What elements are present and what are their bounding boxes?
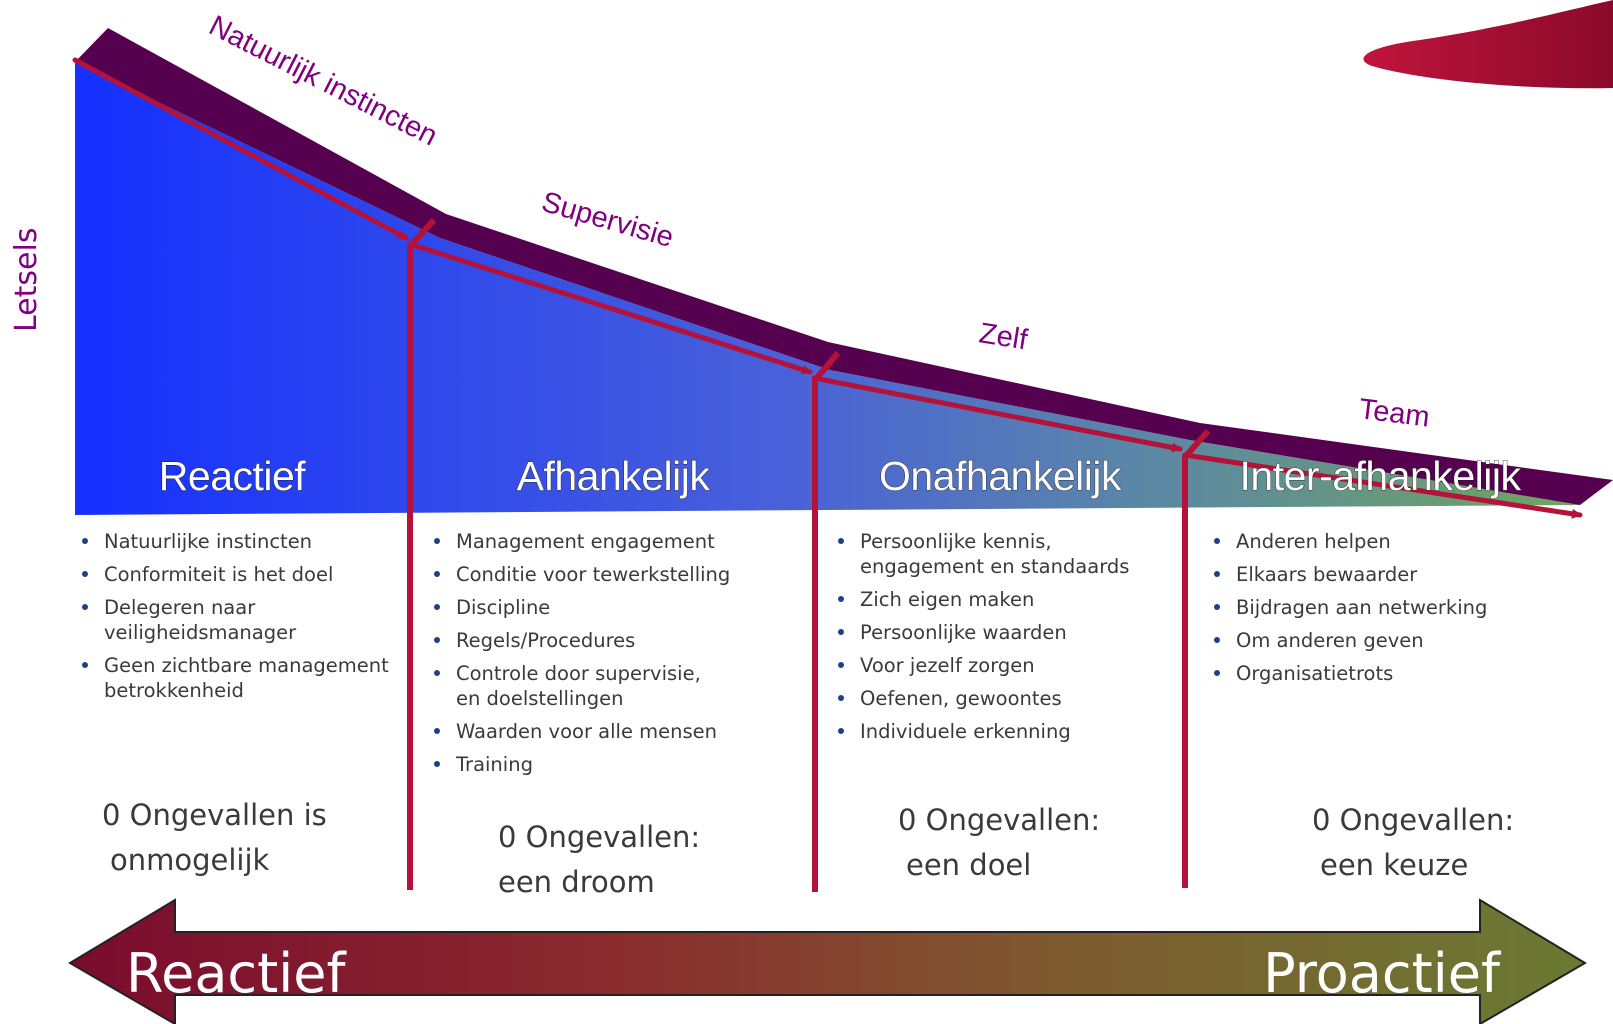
phase-2-bullets: Management engagement Conditie voor tewe… <box>430 529 800 785</box>
list-item: Training <box>430 752 800 777</box>
phase-1-bullets: Natuurlijke instincten Conformiteit is h… <box>78 529 398 711</box>
phase-2-goal: 0 Ongevallen: een droom <box>498 815 700 905</box>
list-item: Management engagement <box>430 529 800 554</box>
list-item: Persoonlijke waarden <box>834 620 1189 645</box>
goal-line: een keuze <box>1320 848 1469 882</box>
goal-line: 0 Ongevallen: <box>1312 803 1515 837</box>
phase-4-goal: 0 Ongevallen: een keuze <box>1312 798 1514 888</box>
list-item: Controle door supervisie, en doelstellin… <box>430 661 711 711</box>
goal-line: een doel <box>906 848 1032 882</box>
phase-title-interdependent: Inter-afhankelijk <box>1240 453 1522 499</box>
reactive-proactive-arrow <box>68 898 1587 1024</box>
list-item: Conditie voor tewerkstelling <box>430 562 800 587</box>
list-item: Organisatietrots <box>1210 661 1590 686</box>
phase-title-dependent: Afhankelijk <box>517 453 711 499</box>
list-item: Individuele erkenning <box>834 719 1189 744</box>
goal-line: een droom <box>498 865 655 899</box>
arrow-label-reactive: Reactief <box>126 942 347 1005</box>
list-item: Geen zichtbare management betrokkenheid <box>78 653 404 703</box>
goal-line: 0 Ongevallen: <box>898 803 1101 837</box>
list-item: Oefenen, gewoontes <box>834 686 1189 711</box>
injury-area <box>75 62 1580 515</box>
list-item: Anderen helpen <box>1210 529 1590 554</box>
list-item: Zich eigen maken <box>834 587 1189 612</box>
curve-label-team: Team <box>1357 393 1431 433</box>
curve-label-self: Zelf <box>977 317 1031 356</box>
y-axis-label: Letsels <box>9 228 44 332</box>
list-item: Bijdragen aan netwerking <box>1210 595 1590 620</box>
list-item: Voor jezelf zorgen <box>834 653 1189 678</box>
list-item: Natuurlijke instincten <box>78 529 398 554</box>
list-item: Waarden voor alle mensen <box>430 719 800 744</box>
list-item: Delegeren naar veiligheidsmanager <box>78 595 296 645</box>
goal-line: 0 Ongevallen is <box>102 798 327 832</box>
phase-3-goal: 0 Ongevallen: een doel <box>898 798 1100 888</box>
goal-line: 0 Ongevallen: <box>498 820 701 854</box>
phase-1-goal: 0 Ongevallen is onmogelijk <box>102 793 327 883</box>
phase-separators <box>407 217 1211 892</box>
curve-arrows <box>72 57 1583 519</box>
list-item: Discipline <box>430 595 800 620</box>
goal-line: onmogelijk <box>110 843 270 877</box>
list-item: Regels/Procedures <box>430 628 800 653</box>
list-item: Om anderen geven <box>1210 628 1590 653</box>
curve-label-supervision: Supervisie <box>538 186 677 254</box>
phase-title-independent: Onafhankelijk <box>879 453 1122 499</box>
list-item: Elkaars bewaarder <box>1210 562 1590 587</box>
arrow-label-proactive: Proactief <box>1263 942 1502 1005</box>
decorative-blob <box>1363 0 1613 89</box>
phase-title-reactive: Reactief <box>159 453 307 499</box>
phase-4-bullets: Anderen helpen Elkaars bewaarder Bijdrag… <box>1210 529 1590 694</box>
phase-3-bullets: Persoonlijke kennis, engagement en stand… <box>834 529 1189 752</box>
list-item: Persoonlijke kennis, engagement en stand… <box>834 529 1150 579</box>
list-item: Conformiteit is het doel <box>78 562 398 587</box>
